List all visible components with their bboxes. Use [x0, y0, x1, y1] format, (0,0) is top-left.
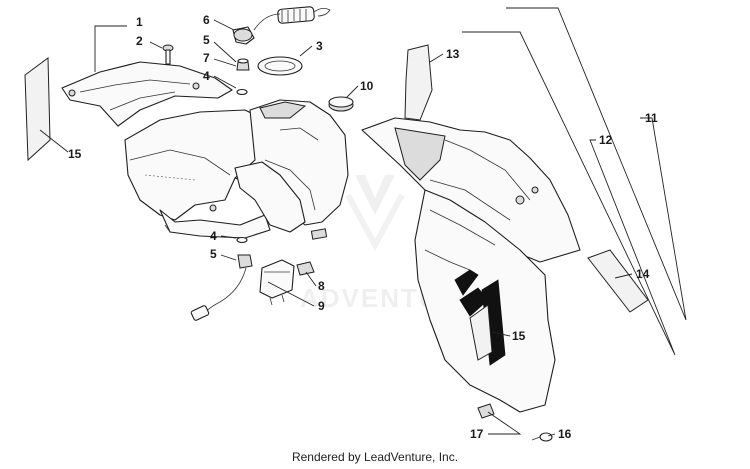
callout-8: 8	[318, 279, 325, 293]
lower-right-decal-part	[587, 249, 649, 313]
leader-3	[299, 45, 313, 57]
callout-5a: 5	[203, 33, 210, 47]
watermark-text: ADVENTU	[300, 283, 440, 313]
leader-lines	[39, 7, 687, 437]
leader-11	[506, 7, 687, 321]
leader-14	[614, 273, 633, 279]
clip-part	[296, 261, 315, 276]
rivet-part	[531, 432, 553, 442]
grommet-part	[236, 58, 250, 71]
upper-panel-part	[61, 61, 233, 127]
seal-ring-part	[257, 56, 303, 76]
leader-7	[213, 58, 237, 67]
callout-13: 13	[446, 47, 460, 61]
leader-12	[462, 31, 676, 356]
callout-14: 14	[636, 267, 650, 281]
gauge-seal-part	[328, 96, 354, 112]
gauge-sensor-part	[259, 259, 295, 306]
leadventure-watermark-logo: ADVENTU	[300, 175, 440, 313]
leader-1	[94, 25, 127, 72]
leader-6	[213, 19, 235, 31]
callout-17: 17	[470, 427, 484, 441]
leader-17	[487, 411, 522, 435]
callout-12: 12	[599, 133, 613, 147]
callout-4b: 4	[210, 229, 217, 243]
callout-15a: 15	[68, 147, 82, 161]
callout-3: 3	[316, 39, 323, 53]
leader-5b	[220, 254, 237, 261]
leader-4b	[220, 235, 237, 239]
leader-13	[429, 53, 444, 63]
right-fairing-part	[361, 117, 581, 263]
callout-7: 7	[203, 51, 210, 65]
washer-upper-part	[236, 88, 248, 96]
leader-2	[149, 41, 163, 49]
callout-2: 2	[136, 34, 143, 48]
leader-5a	[213, 41, 237, 63]
callout-labels: 1 2 3 4 4 5 5 6 7 8 9 10 11 12 13 14 15 …	[68, 13, 658, 441]
callout-4a: 4	[203, 69, 210, 83]
callout-1: 1	[136, 15, 143, 29]
screw-part	[162, 44, 174, 65]
footer-credit: Rendered by LeadVenture, Inc.	[291, 450, 459, 464]
callout-6: 6	[203, 13, 210, 27]
leader-16	[547, 433, 556, 437]
callout-15b: 15	[512, 329, 526, 343]
callout-10: 10	[360, 79, 374, 93]
callout-5b: 5	[210, 247, 217, 261]
callout-9: 9	[318, 299, 325, 313]
gauge-pod-part	[234, 99, 349, 240]
left-side-decal	[24, 57, 51, 162]
sensor-harness-part	[190, 254, 253, 321]
leader-4a	[213, 75, 237, 89]
leader-15b	[491, 331, 511, 337]
leader-10	[345, 85, 359, 99]
leader-15a	[39, 129, 69, 153]
leader-8	[305, 271, 317, 287]
side-panel-part	[414, 189, 556, 413]
lower-clip-part	[477, 403, 495, 419]
callout-16: 16	[558, 427, 572, 441]
washer-lower-part	[236, 236, 248, 244]
windshield-decal-part	[404, 44, 433, 121]
leader-9	[267, 281, 315, 307]
callout-11: 11	[645, 111, 658, 125]
fuel-cap-part	[232, 6, 331, 45]
